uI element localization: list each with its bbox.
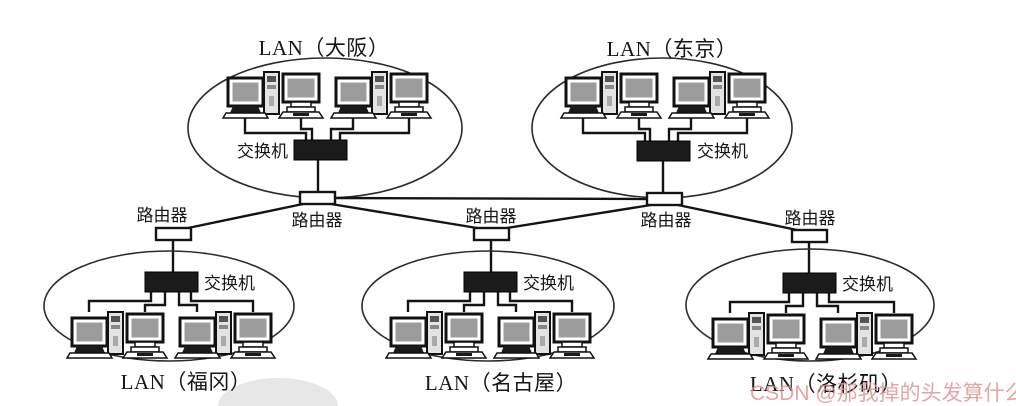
computer-icon [762,313,810,361]
computer-icon [723,72,771,120]
lan-cabling [329,118,355,140]
router-label: 路由器 [785,209,836,228]
lan-tokyo: LAN（东京） 交换机 [531,37,793,199]
lan-boundary-ellipse [361,250,615,362]
scan-shadow [218,378,338,406]
router-icon [154,226,193,242]
lan-boundary-ellipse [685,248,935,362]
computer-icon [814,311,874,361]
backbone-link [334,196,648,201]
router-top-right: 路由器 [641,191,692,230]
lan-boundary-ellipse [43,250,295,362]
computer-icon [706,311,766,361]
lan-cabling [299,118,314,140]
computer-icon [329,70,389,120]
lan-cabling [637,118,652,141]
computer-icon [492,310,552,360]
computer-icon [615,72,663,120]
watermark: CSDN @那我掉的头发算什么 [750,382,1016,405]
lan-fukuoka: 交换机 LAN（福冈） [43,250,295,394]
switch-label: 交换机 [697,142,748,161]
lan-losangeles: 交换机 LAN（洛杉矶） [685,248,935,396]
router-icon [645,191,684,207]
router-top-left: 路由器 [292,190,343,230]
lan-cabling [406,292,472,312]
routers: 路由器 路由器 路由器 路由器 路由器 [137,190,836,244]
lan-cabling [177,292,199,312]
lan-label: LAN（东京） [607,37,738,61]
switch-icon [636,140,691,162]
lan-cabling [784,293,805,313]
router-bottom-right: 路由器 [785,209,836,244]
switch-icon [463,271,518,293]
computer-icon [229,312,277,360]
router-label: 路由器 [466,207,517,226]
lan-cabling [462,292,486,312]
switch-label: 交换机 [237,142,288,161]
computer-icon [277,72,325,120]
backbone-link [677,203,798,232]
computer-icon [870,313,918,361]
router-bottom-left: 路由器 [137,206,193,242]
computer-icon [667,70,727,120]
computer-icon [384,310,444,360]
computer-icon [385,72,433,120]
computer-icon [173,310,233,360]
lan-cabling [508,292,574,312]
lan-cabling [728,293,791,313]
backbone-link [330,202,478,230]
switch-icon [293,139,348,161]
switch-label: 交换机 [204,274,255,293]
switch-icon [144,271,199,293]
router-label: 路由器 [292,211,343,230]
router-icon [298,190,337,206]
computer-icon [65,310,125,360]
lan-cabling [815,293,840,313]
lan-cabling [581,118,647,141]
backbone-link [506,203,652,230]
computer-icon [221,70,281,120]
lan-cabling [667,118,693,141]
lan-cabling [827,293,896,313]
lan-osaka: LAN（大阪） 交换机 [187,36,463,199]
lan-cabling [87,292,153,312]
lan-cabling [676,118,749,141]
computer-icon [559,70,619,120]
switch-icon [782,272,837,294]
lan-cabling [243,118,308,140]
router-bottom-center: 路由器 [466,207,517,242]
lan-nagoya: 交换机 LAN（名古屋） [361,250,615,395]
lan-cabling [496,292,518,312]
lan-label: LAN（洛杉矶） [750,372,902,396]
lan-cabling [338,118,411,140]
computer-icon [548,312,596,360]
router-label: 路由器 [137,206,188,225]
switch-label: 交换机 [523,274,574,293]
router-icon [472,226,511,242]
backbone-link [187,202,304,230]
computer-icon [440,312,488,360]
lan-label: LAN（福冈） [121,370,252,394]
lan-cabling [143,292,167,312]
lan-label: LAN（名古屋） [425,371,577,395]
computer-icon [121,312,169,360]
backbone [171,160,811,273]
lan-label: LAN（大阪） [259,36,390,60]
router-label: 路由器 [641,211,692,230]
switch-label: 交换机 [842,275,893,294]
lan-cabling [189,292,255,312]
router-icon [790,228,829,244]
